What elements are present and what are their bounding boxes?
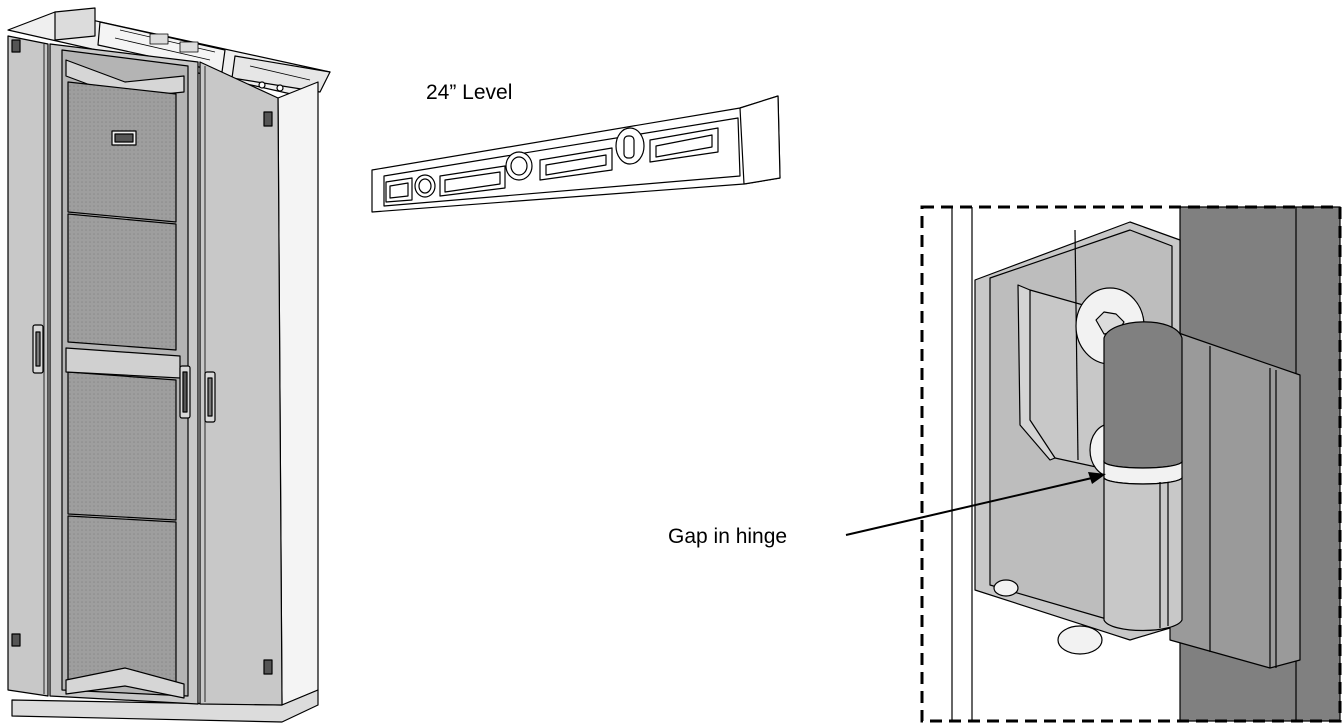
rack-cabinet — [7, 7, 331, 723]
hinge-knuckle-lower — [1103, 476, 1183, 632]
left-door — [7, 35, 49, 697]
callout-arrowhead — [1088, 472, 1106, 484]
detail-border — [920, 205, 1342, 723]
gap-label: Gap in hinge — [668, 525, 787, 548]
hinge-knuckle-upper — [1103, 321, 1183, 469]
center-door — [49, 43, 199, 705]
door-panel-4 — [67, 515, 177, 685]
level-tool — [371, 95, 781, 213]
door-panel-3 — [67, 371, 177, 521]
gap-callout — [845, 472, 1106, 536]
callout-leader — [845, 477, 1093, 536]
door-panel-2 — [67, 213, 177, 351]
rack-side-panel — [277, 81, 319, 706]
level-label: 24” Level — [426, 81, 512, 104]
right-door — [199, 61, 283, 706]
hinge-leaf — [1169, 329, 1301, 669]
door-panel-1 — [67, 81, 177, 223]
hinge-detail-view — [920, 205, 1342, 723]
